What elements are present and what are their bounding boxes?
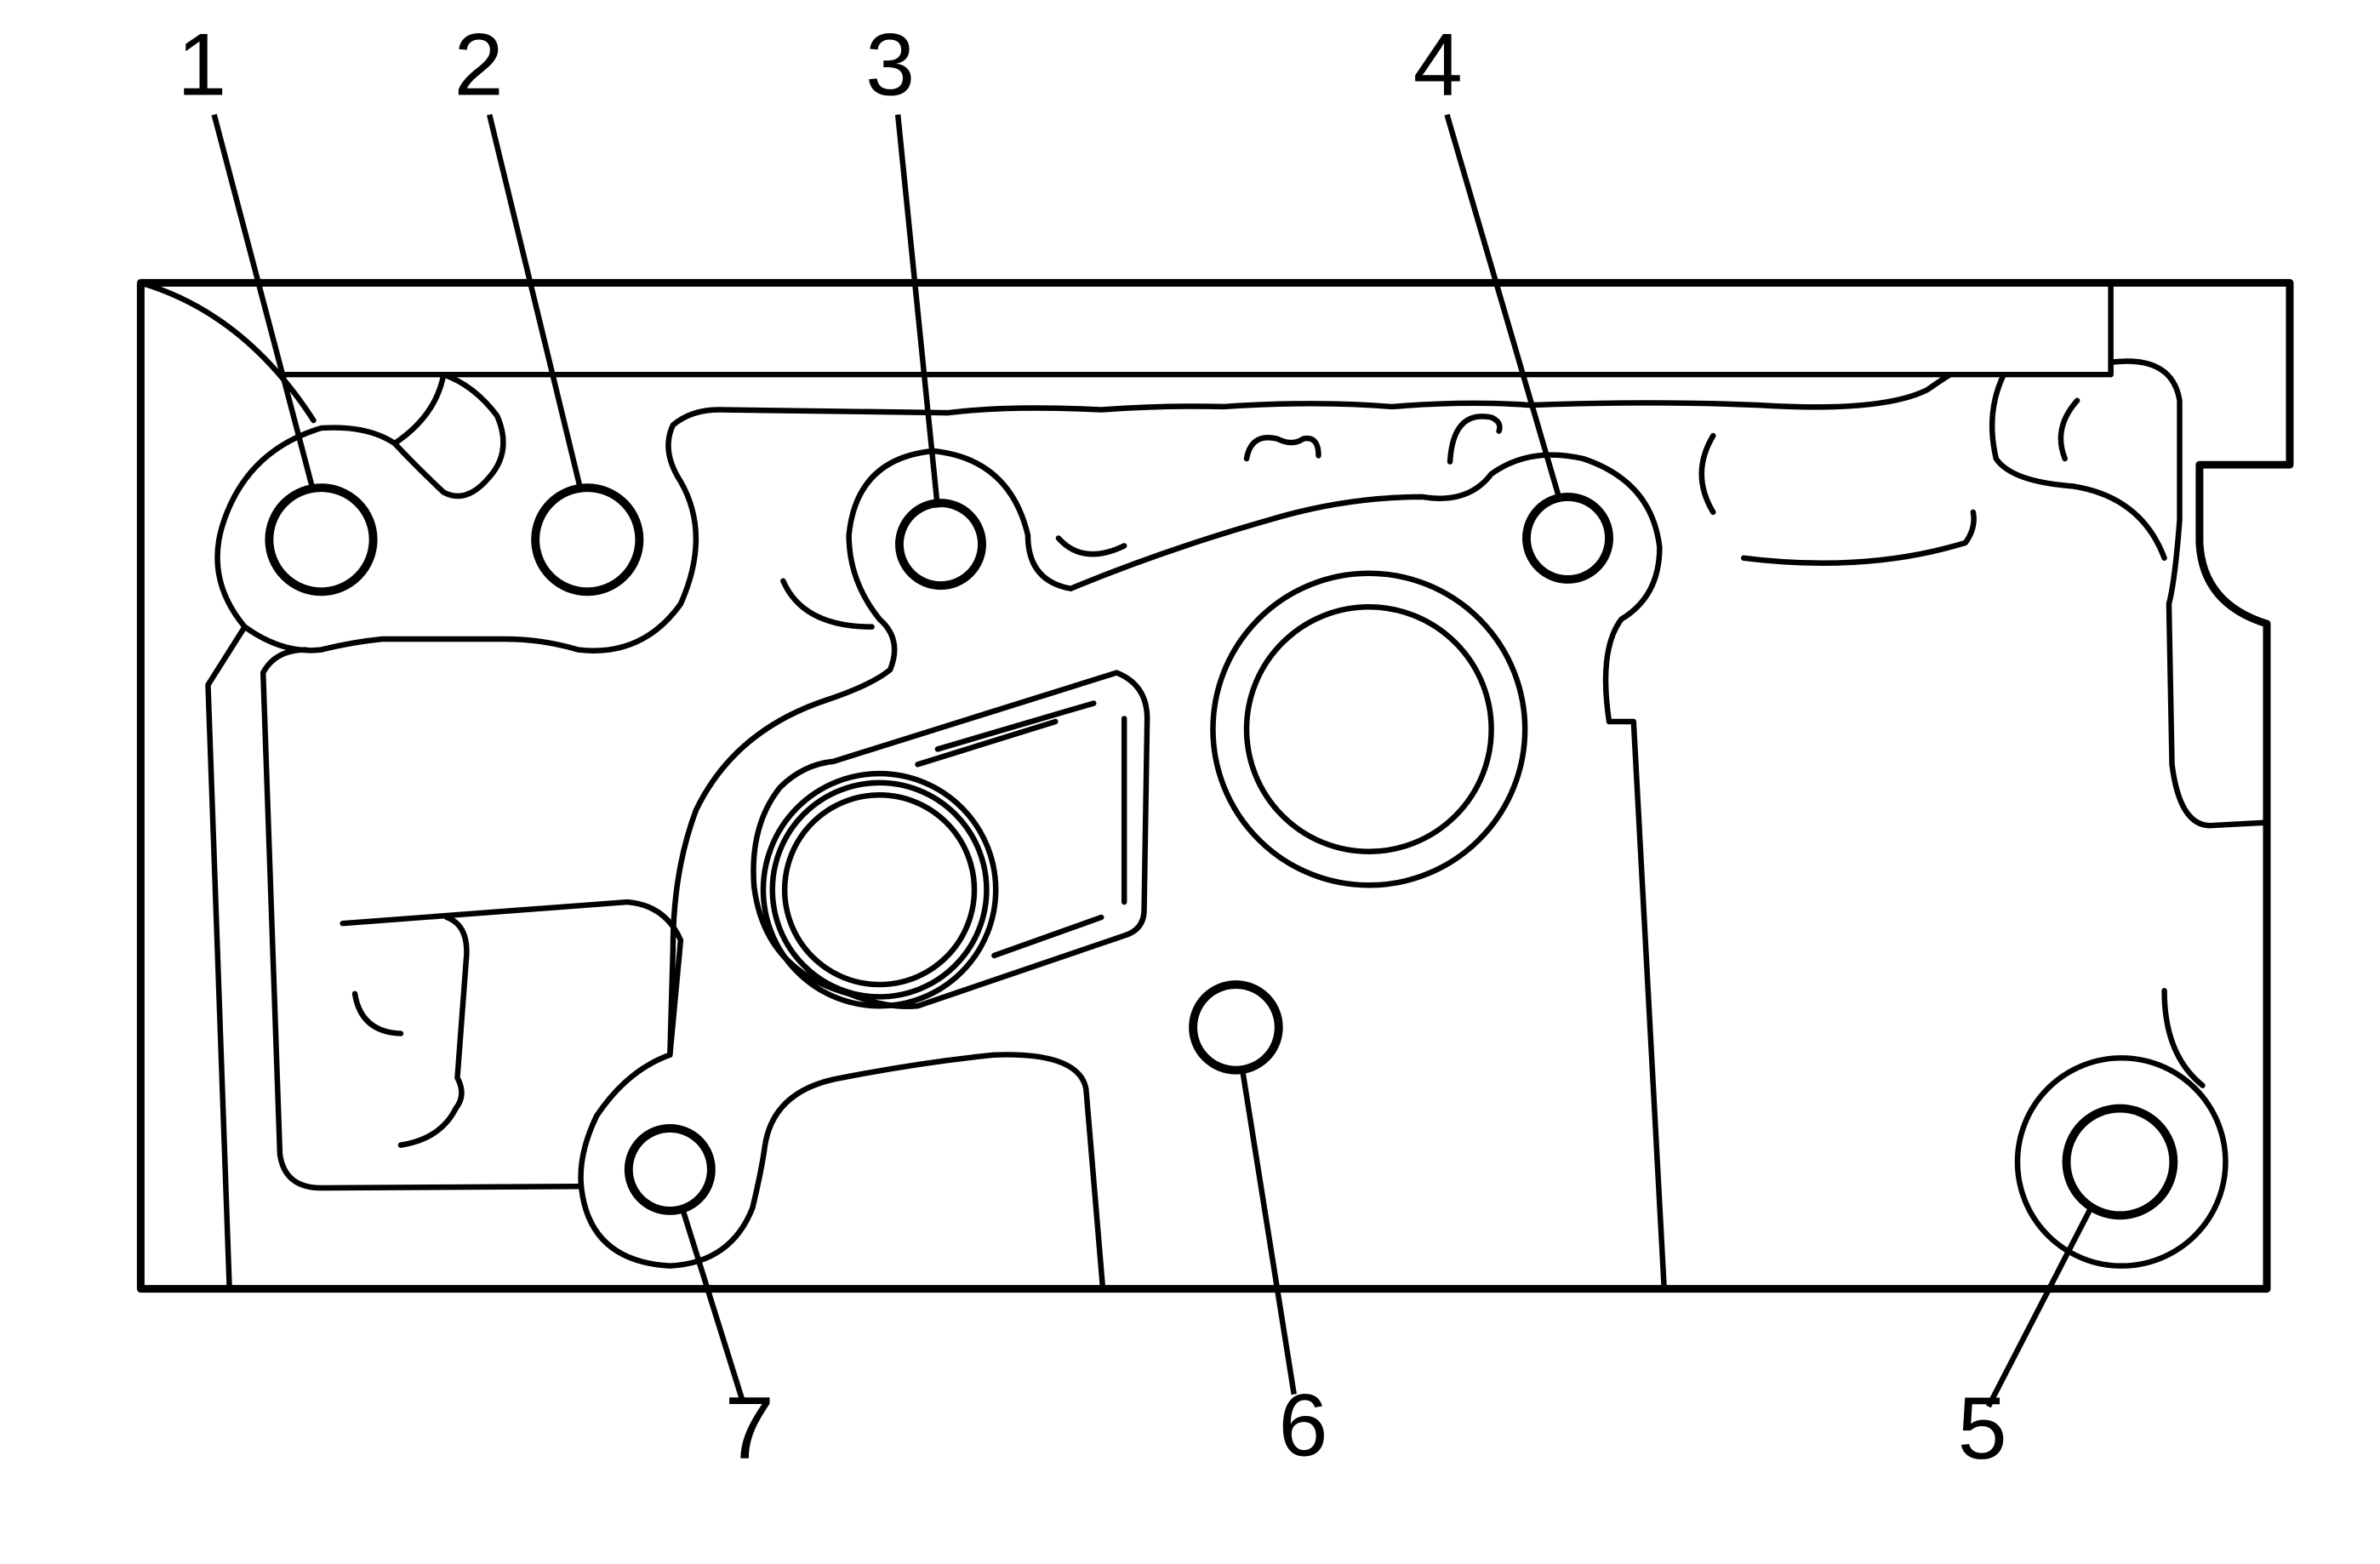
bolt-hole-3 (895, 499, 986, 591)
small-port-inner-ring (781, 792, 978, 988)
housing-outline (136, 278, 2294, 1293)
bolt-hole-6 (1189, 980, 1283, 1075)
callout-label-7: 7 (725, 1379, 774, 1478)
bolt-hole-4 (1522, 492, 1613, 584)
leader-line-2 (487, 113, 585, 494)
leader-line-3 (894, 114, 941, 508)
bolt-hole-1 (265, 483, 378, 596)
bolt-holes (265, 483, 2178, 1220)
callout-label-1: 1 (177, 15, 226, 114)
leader-lines (211, 113, 2094, 1408)
small-port-outer-ring (760, 770, 999, 1009)
leader-line-7 (679, 1207, 746, 1405)
bolt-hole-2 (531, 483, 644, 596)
callout-label-6: 6 (1279, 1376, 1328, 1475)
large-port-inner-ring (1243, 604, 1494, 854)
large-port-outer-ring (1210, 570, 1528, 888)
ports (760, 570, 1528, 1009)
callout-label-4: 4 (1413, 15, 1463, 114)
callout-label-2: 2 (454, 15, 504, 114)
leader-line-5 (1985, 1206, 2094, 1408)
small-port-ring-2 (769, 779, 990, 1000)
casting-contours (205, 358, 2270, 1292)
bolt-hole-7 (624, 1124, 716, 1215)
callout-labels: 1 2 3 4 5 6 7 (177, 15, 2006, 1478)
leader-line-1 (211, 113, 317, 494)
callout-label-3: 3 (865, 15, 915, 114)
callout-label-5: 5 (1958, 1379, 2007, 1478)
bolt-hole-5 (2062, 1104, 2178, 1220)
leader-line-4 (1444, 113, 1563, 503)
boss-rings (2014, 1055, 2229, 1269)
leader-line-6 (1239, 1066, 1297, 1396)
